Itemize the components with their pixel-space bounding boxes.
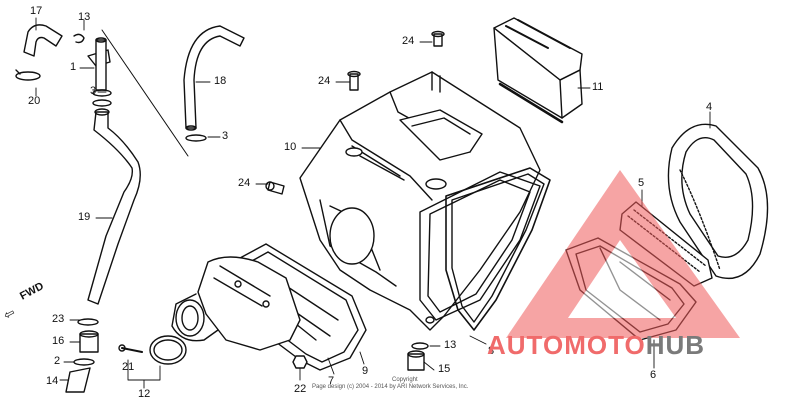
callout-5: 5 <box>638 177 645 189</box>
callout-2: 2 <box>54 355 61 367</box>
callout-12: 12 <box>138 388 151 400</box>
callout-16: 16 <box>52 335 65 347</box>
part-21-screw <box>118 344 143 353</box>
callout-13: 13 <box>78 11 91 23</box>
part-24-bolt-top <box>431 30 445 47</box>
part-16-joint <box>79 330 99 353</box>
part-4-filter-element <box>667 123 769 280</box>
callout-21: 21 <box>122 361 135 373</box>
part-8-gasket <box>445 167 551 331</box>
part-1-tee-joint <box>87 37 111 91</box>
part-20-clamp <box>15 69 41 81</box>
part-10-air-cleaner-case <box>299 71 541 331</box>
callout-1: 1 <box>70 61 77 73</box>
part-11-filter-box <box>493 17 583 124</box>
callout-13-lower: 13 <box>444 339 457 351</box>
part-12-band <box>149 335 187 365</box>
leader-line <box>101 29 189 157</box>
part-14-drain-plug <box>65 367 91 393</box>
watermark-text: AUTOMOTOHUB <box>487 330 705 361</box>
callout-4: 4 <box>706 101 713 113</box>
copyright-notice: Copyright Page design (c) 2004 - 2014 by… <box>312 377 502 391</box>
part-23-clamp <box>77 318 99 326</box>
callout-leader-lines <box>35 17 711 389</box>
part-13-clip-lower <box>411 342 429 350</box>
copyright-line: Copyright <box>392 377 418 383</box>
copyright-line: Page design (c) 2004 - 2014 by ARI Netwo… <box>312 384 469 390</box>
callout-11: 11 <box>592 81 604 93</box>
callout-22: 22 <box>294 383 307 395</box>
part-18-breather-hose <box>183 25 245 131</box>
part-7-air-funnel <box>171 256 301 351</box>
part-3-clamp-left <box>92 89 112 107</box>
watermark-text-automoto: AUTOMOTO <box>487 330 646 360</box>
part-22-nut <box>292 355 308 369</box>
callout-3-right: 3 <box>222 130 229 142</box>
callout-15: 15 <box>438 363 451 375</box>
part-15-cap <box>407 350 425 371</box>
part-24-bolt-side <box>265 181 285 195</box>
callout-9: 9 <box>362 365 369 377</box>
callout-24-side: 24 <box>238 177 251 189</box>
callout-17: 17 <box>30 5 43 17</box>
callout-3: 3 <box>90 85 97 97</box>
part-2-clip <box>73 358 95 366</box>
part-13-clip <box>73 33 85 44</box>
callout-19: 19 <box>78 211 91 223</box>
watermark-text-hub: HUB <box>645 330 706 360</box>
watermark-logo <box>506 170 740 338</box>
part-3-clamp-right <box>185 134 207 142</box>
callout-23: 23 <box>52 313 65 325</box>
callout-24-mid: 24 <box>318 75 331 87</box>
callout-14: 14 <box>46 375 59 387</box>
callout-18: 18 <box>214 75 227 87</box>
callout-10: 10 <box>284 141 297 153</box>
callout-6: 6 <box>650 369 657 381</box>
part-24-bolt-mid <box>347 70 361 91</box>
part-19-drain-hose <box>87 108 141 305</box>
callout-7: 7 <box>328 375 335 387</box>
callout-8: 8 <box>488 345 495 357</box>
callout-24-top: 24 <box>402 35 415 47</box>
part-17-elbow-hose <box>23 24 63 57</box>
callout-20: 20 <box>28 95 41 107</box>
